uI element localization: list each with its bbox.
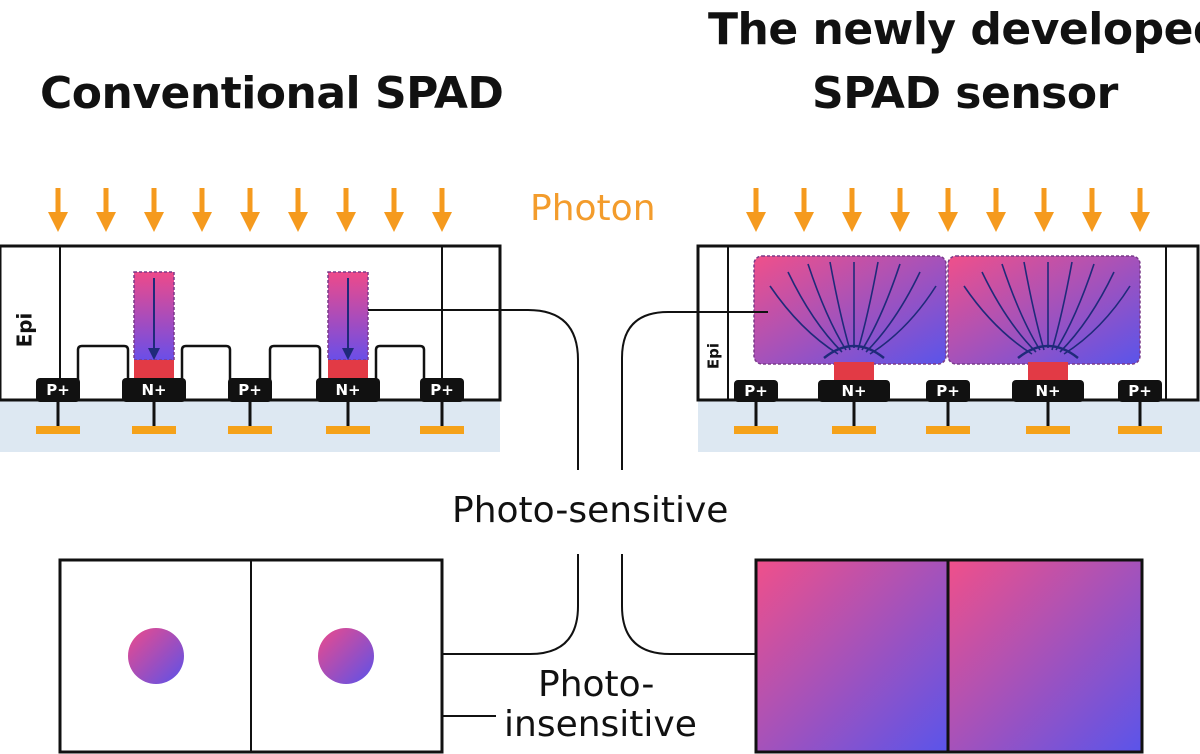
new-cross-section: Epi — [696, 244, 1200, 452]
new-contact-n-2: N+ — [1012, 380, 1084, 434]
svg-text:P+: P+ — [46, 381, 70, 399]
photo-sensitive-label: Photo-sensitive — [452, 490, 729, 531]
contact-p-2: P+ — [228, 378, 272, 434]
svg-text:N+: N+ — [335, 381, 360, 399]
svg-text:P+: P+ — [744, 382, 768, 400]
svg-text:N+: N+ — [841, 382, 866, 400]
conventional-top-view — [58, 558, 444, 754]
contact-p-1: P+ — [36, 378, 80, 434]
new-contact-p-2: P+ — [926, 380, 970, 434]
connector-lines — [368, 309, 768, 717]
svg-text:P+: P+ — [1128, 382, 1152, 400]
title-new-line1: The newly developed — [708, 4, 1200, 55]
field-lines-1 — [769, 261, 937, 359]
new-contact-p-3: P+ — [1118, 380, 1162, 434]
photodiode-dot-1 — [128, 628, 184, 684]
field-lines-2 — [963, 261, 1131, 359]
contact-n-1: N+ — [122, 378, 186, 434]
new-photon-arrows — [746, 188, 1150, 232]
title-new-line2: SPAD sensor — [812, 68, 1118, 119]
conventional-cross-section: Epi P+ N+ P+ — [0, 244, 502, 452]
svg-text:P+: P+ — [430, 381, 454, 399]
epi-label-left: Epi — [13, 313, 37, 348]
epi-label-right: Epi — [705, 343, 723, 369]
photon-label: Photon — [530, 188, 656, 229]
svg-text:P+: P+ — [238, 381, 262, 399]
svg-text:P+: P+ — [936, 382, 960, 400]
photo-insensitive-label-2: insensitive — [504, 704, 697, 745]
new-contact-p-1: P+ — [734, 380, 778, 434]
title-conventional: Conventional SPAD — [40, 68, 504, 119]
svg-text:N+: N+ — [1035, 382, 1060, 400]
conventional-photon-arrows — [48, 188, 452, 232]
new-top-view — [754, 558, 1144, 754]
contact-p-3: P+ — [420, 378, 464, 434]
new-contact-n-1: N+ — [818, 380, 890, 434]
photodiode-dot-2 — [318, 628, 374, 684]
svg-text:N+: N+ — [141, 381, 166, 399]
photo-insensitive-label-1: Photo- — [538, 664, 655, 705]
pixel-1 — [754, 558, 950, 754]
pixel-2 — [946, 558, 1144, 754]
contact-n-2: N+ — [316, 378, 380, 434]
